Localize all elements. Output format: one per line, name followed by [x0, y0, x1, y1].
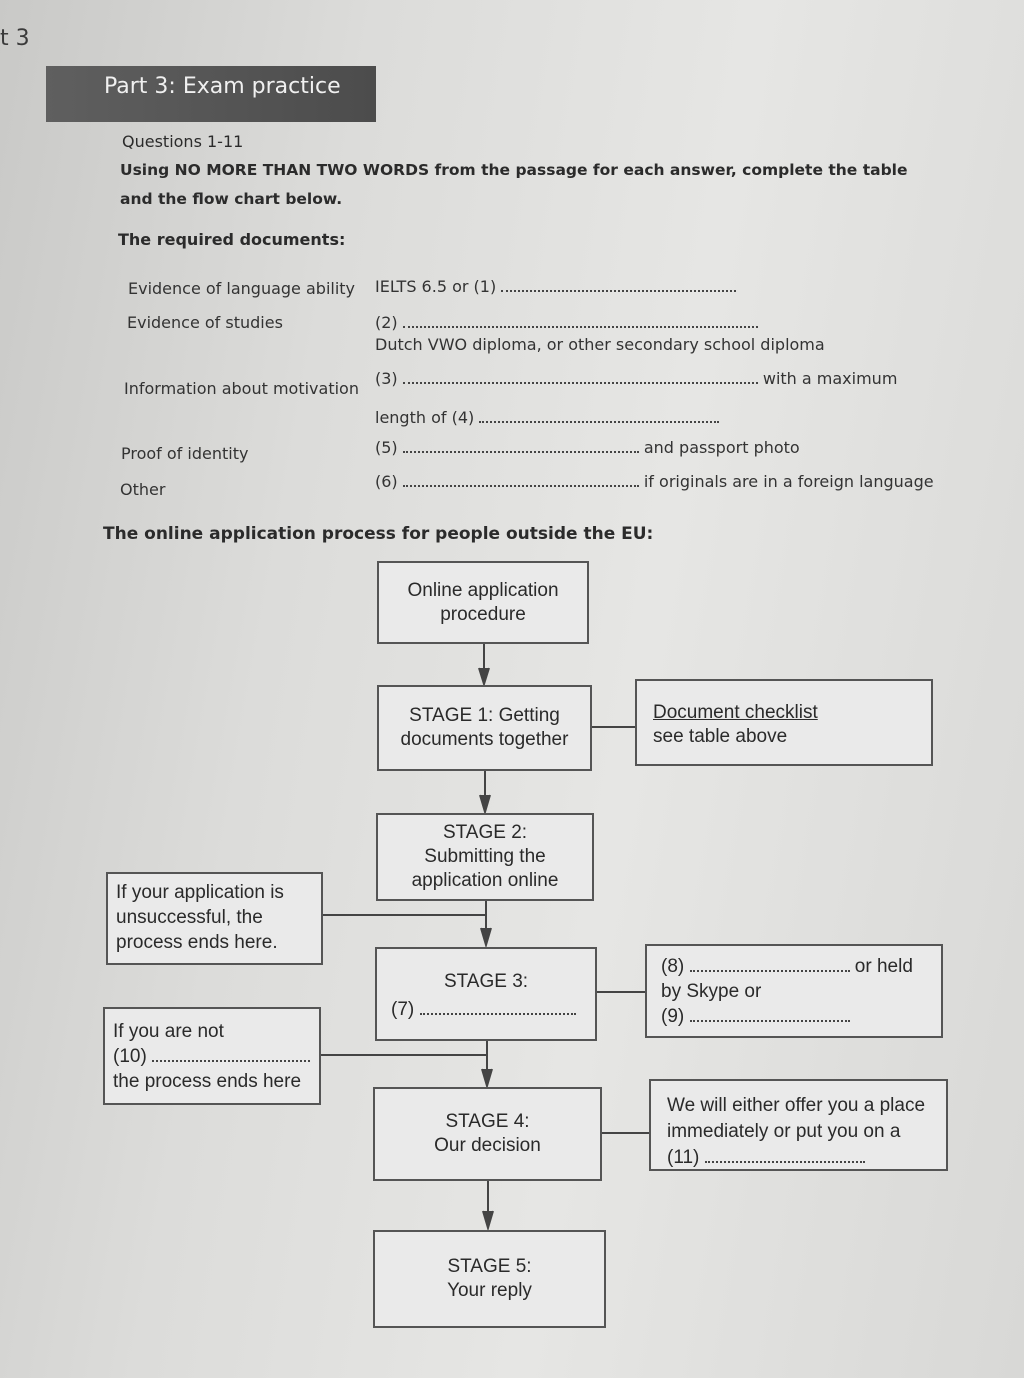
blank-1-label: IELTS 6.5 or (1): [375, 277, 497, 296]
instructions-line1: Using NO MORE THAN TWO WORDS from the pa…: [120, 161, 908, 179]
row-label-motivation: Information about motivation: [124, 379, 359, 398]
questions-heading: Questions 1-11: [122, 132, 244, 151]
stage5-line1: STAGE 5:: [447, 1256, 532, 1277]
blank-4[interactable]: [479, 409, 720, 423]
blank-8-label: (8): [661, 956, 685, 977]
start-line1: Online application: [407, 579, 559, 601]
required-documents-heading: The required documents:: [118, 230, 346, 249]
blank-9[interactable]: [689, 1008, 850, 1022]
start-line2: procedure: [440, 603, 526, 625]
blank-3-label: (3): [375, 369, 398, 388]
blank-9-label: (9): [661, 1006, 685, 1027]
blank-11-label: (11): [667, 1147, 700, 1168]
row-label-studies: Evidence of studies: [127, 313, 283, 332]
blank-1[interactable]: [501, 278, 737, 292]
notq-line1: If you are not: [113, 1021, 224, 1042]
row-label-identity: Proof of identity: [121, 444, 249, 463]
blank-6[interactable]: [402, 473, 639, 487]
blank-2-label: (2): [375, 313, 398, 332]
blank-3[interactable]: [402, 370, 758, 384]
unsuccessful-line1: If your application is: [116, 882, 284, 903]
box-unsuccessful: If your application is unsuccessful, the…: [106, 872, 323, 965]
stage1-line2: documents together: [400, 729, 569, 750]
notq-line2: (10): [113, 1044, 311, 1069]
motivation-line2: length of (4): [375, 408, 720, 427]
blank-10-label: (10): [113, 1046, 147, 1067]
box-stage2: STAGE 2: Submitting the application onli…: [376, 813, 594, 901]
identity-suffix: and passport photo: [643, 438, 800, 457]
stage3-line1: STAGE 3:: [443, 971, 529, 992]
stage1-line1: STAGE 1: Getting: [409, 705, 560, 726]
blank-4-label: length of (4): [375, 408, 475, 427]
unsuccessful-line3: process ends here.: [116, 932, 278, 953]
part-title-banner: Part 3: Exam practice: [46, 66, 376, 122]
blank-7[interactable]: [419, 1001, 576, 1015]
box-not-qualified: If you are not (10) the process ends her…: [103, 1007, 321, 1105]
offer-line2: immediately or put you on a: [667, 1121, 901, 1142]
row-value-motivation: (3) with a maximum: [375, 369, 897, 388]
blank-10[interactable]: [152, 1048, 311, 1062]
row-value-other: (6) if originals are in a foreign langua…: [375, 472, 934, 491]
blank-2[interactable]: [402, 314, 758, 328]
row-label-language: Evidence of language ability: [128, 279, 356, 298]
process-heading: The online application process for peopl…: [103, 524, 654, 544]
motivation-suffix: with a maximum: [762, 369, 898, 388]
blank-6-label: (6): [375, 472, 398, 491]
box-stage3: STAGE 3: (7): [375, 947, 597, 1041]
stage3-line2: (7): [391, 999, 576, 1021]
skype-line2: by Skype or: [661, 981, 762, 1002]
skype-line3: (9): [661, 1004, 927, 1029]
checklist-line2: see table above: [653, 726, 788, 747]
blank-5-label: (5): [375, 438, 398, 457]
stage2-line3: application online: [411, 870, 559, 891]
blank-8[interactable]: [689, 958, 850, 972]
checklist-title: Document checklist: [653, 702, 818, 723]
box-document-checklist: Document checklist see table above: [635, 679, 933, 766]
instructions-line2: and the flow chart below.: [120, 190, 343, 208]
row-value-language: IELTS 6.5 or (1): [375, 277, 737, 296]
stage4-line2: Our decision: [434, 1135, 541, 1156]
blank-5[interactable]: [402, 439, 639, 453]
box-stage1: STAGE 1: Getting documents together: [377, 685, 592, 771]
row-value-identity: (5) and passport photo: [375, 438, 800, 457]
offer-line3: (11): [667, 1145, 930, 1171]
stage2-line1: STAGE 2:: [442, 822, 528, 843]
box-stage4: STAGE 4: Our decision: [373, 1087, 602, 1181]
other-suffix: if originals are in a foreign language: [643, 472, 934, 491]
notq-line3: the process ends here: [113, 1071, 302, 1092]
blank-7-label: (7): [391, 999, 415, 1020]
blank-11[interactable]: [704, 1149, 865, 1163]
skype-line1: (8) or held: [661, 954, 927, 979]
unit-label: t 3: [0, 26, 30, 51]
row-value-studies: (2): [375, 313, 758, 332]
row-label-other: Other: [120, 480, 166, 499]
stage2-line2: Submitting the: [424, 846, 546, 867]
box-interview-method: (8) or held by Skype or (9): [645, 944, 943, 1038]
box-online-procedure: Online application procedure: [377, 561, 589, 644]
studies-note: Dutch VWO diploma, or other secondary sc…: [375, 335, 825, 354]
unsuccessful-line2: unsuccessful, the: [116, 907, 263, 928]
stage5-line2: Your reply: [447, 1280, 532, 1301]
box-stage5: STAGE 5: Your reply: [373, 1230, 606, 1328]
box-offer: We will either offer you a place immedia…: [649, 1079, 948, 1171]
stage4-line1: STAGE 4:: [445, 1111, 530, 1132]
skype-suffix: or held: [854, 956, 913, 977]
offer-line1: We will either offer you a place: [667, 1095, 926, 1116]
